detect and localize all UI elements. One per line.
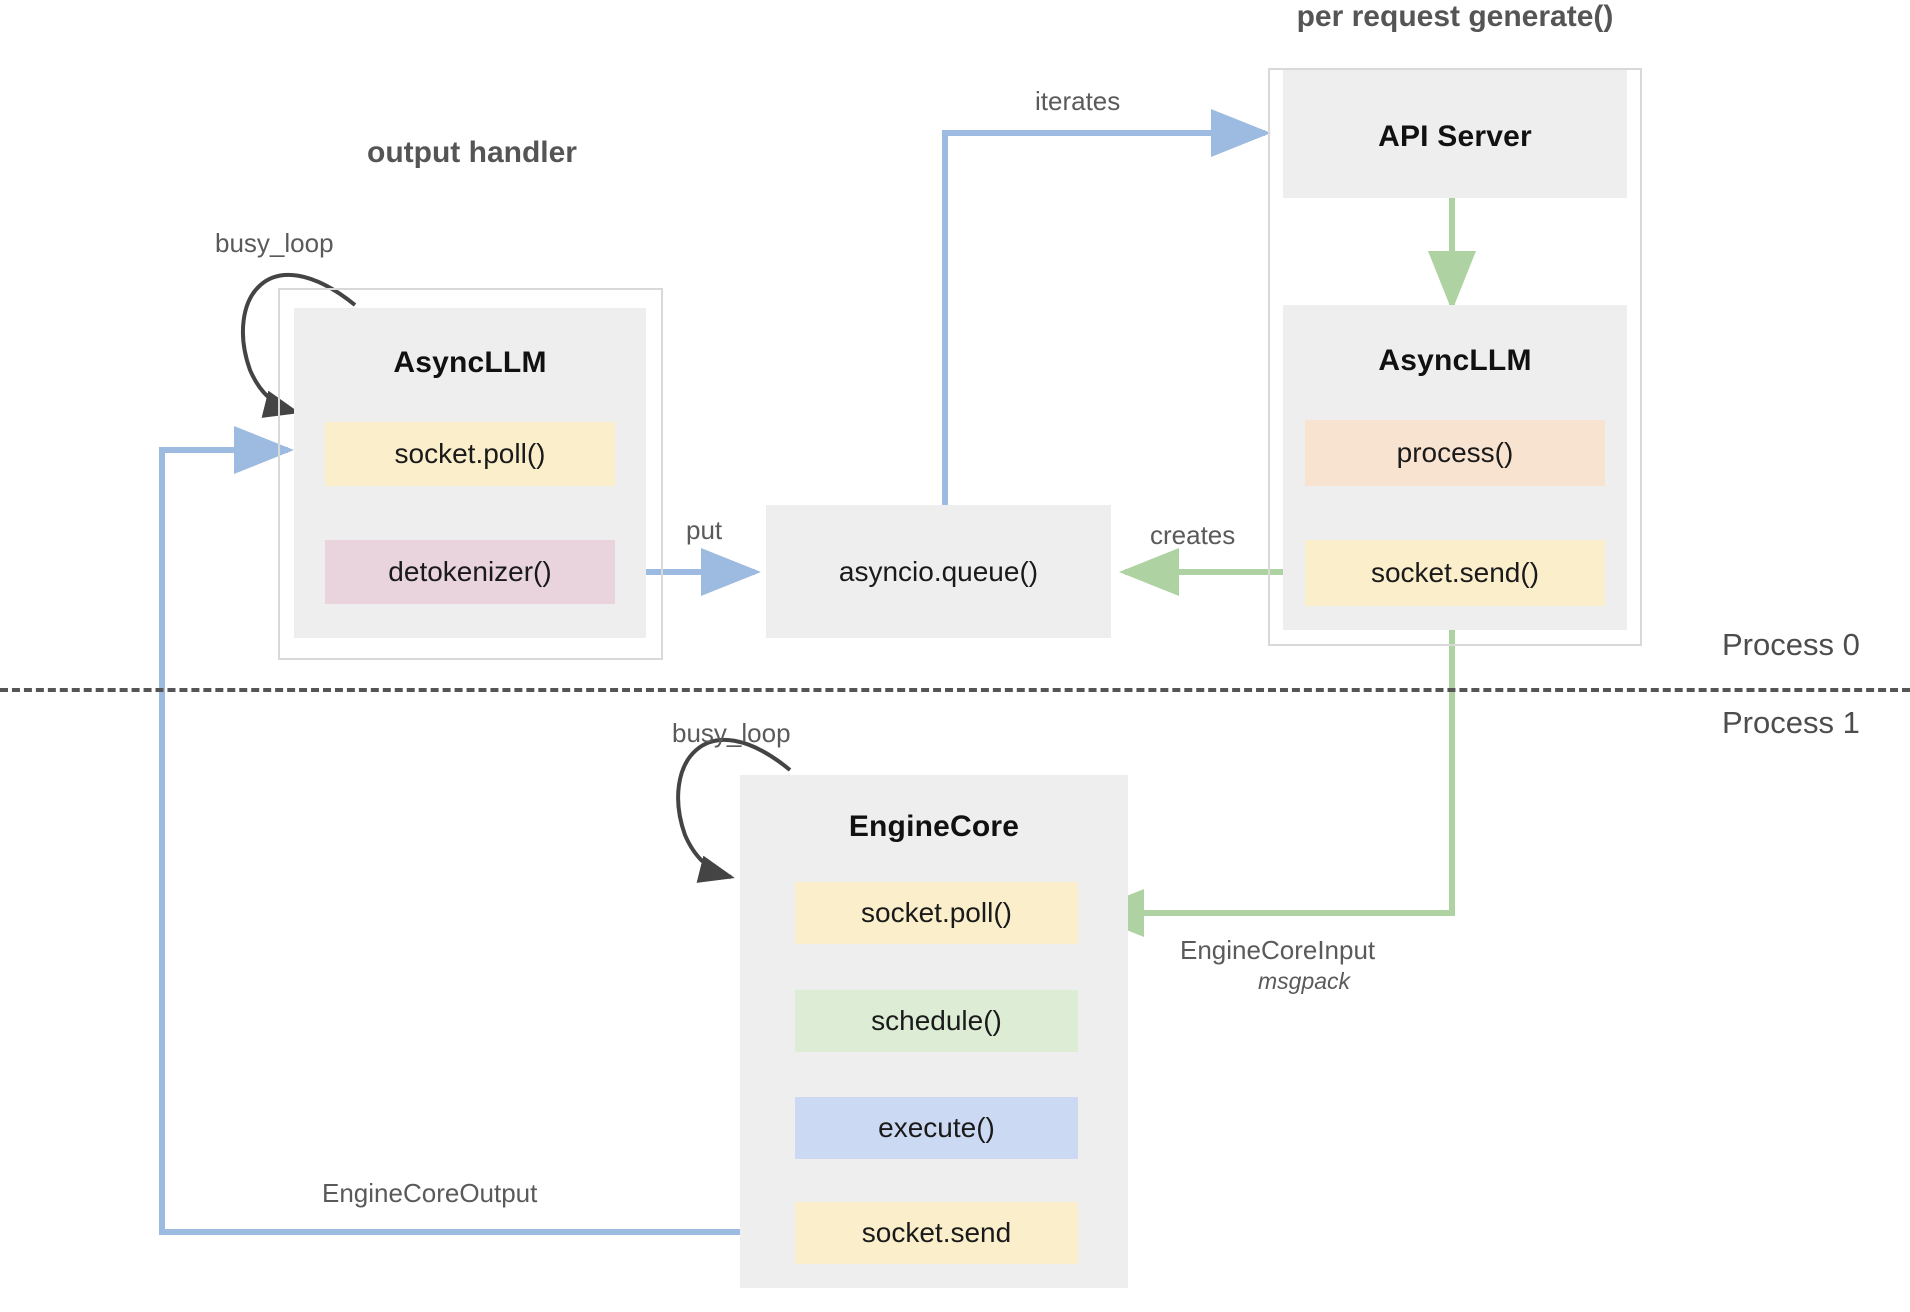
per-request-asyncllm-title: AsyncLLM [1378,344,1532,377]
engine-core-output-label: EngineCoreOutput [322,1178,538,1208]
put-label: put [686,515,723,545]
busy-loop-label-left: busy_loop [215,228,334,258]
api-server-title: API Server [1378,120,1532,153]
engine-core-input-sublabel: msgpack [1258,968,1351,994]
engine-core-box-execute[interactable]: execute() [795,1097,1078,1159]
engine-core-title: EngineCore [848,810,1020,843]
per-request-box-socket-send[interactable]: socket.send() [1305,540,1605,606]
api-server-panel[interactable] [1283,70,1627,198]
process-label-0: Process 0 [1722,627,1860,662]
section-title-per-request-generate: per request generate() [1296,0,1614,33]
engine-core-input-arrow [1084,600,1455,937]
per-request-frame [1268,68,1642,646]
engine-core-input-label: EngineCoreInput [1180,935,1376,965]
section-title-output-handler: output handler [367,136,577,169]
output-handler-box-detokenizer[interactable]: detokenizer() [325,540,615,604]
output-handler-asyncllm-title: AsyncLLM [393,346,547,379]
engine-core-box-socket-poll[interactable]: socket.poll() [795,882,1078,944]
engine-core-box-socket-send[interactable]: socket.send [795,1202,1078,1264]
creates-label: creates [1150,520,1236,550]
output-handler-frame [278,288,663,660]
asyncio-queue-box[interactable]: asyncio.queue() [766,505,1111,638]
busy-loop-label-engine: busy_loop [672,718,791,748]
iterates-label: iterates [1035,86,1121,116]
engine-core-box-schedule[interactable]: schedule() [795,990,1078,1052]
output-handler-box-socket-poll[interactable]: socket.poll() [325,422,615,486]
process-label-1: Process 1 [1722,705,1860,740]
process-divider [0,688,1910,692]
iterates-arrow [942,109,1271,508]
per-request-box-process[interactable]: process() [1305,420,1605,486]
